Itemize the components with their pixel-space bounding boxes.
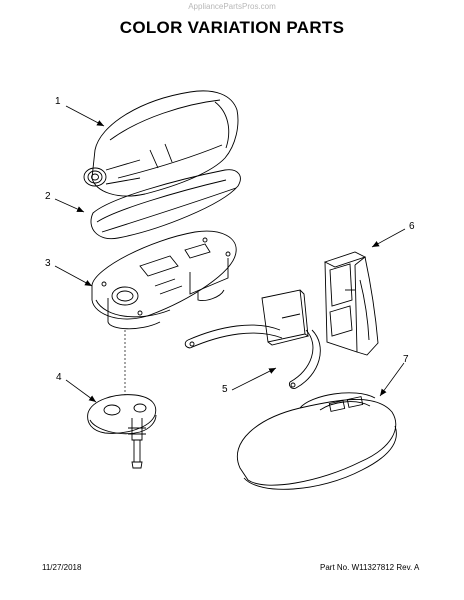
part-5-bowl-bracket: [184, 289, 321, 389]
callout-3: 3: [45, 258, 51, 269]
footer-date: 11/27/2018: [42, 563, 82, 572]
callout-5: 5: [222, 384, 228, 395]
leader-lines: [54, 105, 406, 403]
part-6-pedestal-column: [323, 251, 379, 356]
watermark: AppliancePartsPros.com: [188, 2, 276, 11]
part-3-base-casting: [91, 230, 237, 330]
part-1-head-cover: [83, 90, 239, 197]
callout-1: 1: [55, 96, 61, 107]
part-7-stand-base: [236, 392, 397, 490]
callout-4: 4: [56, 372, 62, 383]
page-title: COLOR VARIATION PARTS: [119, 18, 345, 37]
callout-2: 2: [45, 191, 51, 202]
callout-6: 6: [409, 221, 415, 232]
part-2-trim-band: [90, 169, 241, 240]
part-4-planetary-hub: [87, 394, 157, 469]
callout-7: 7: [403, 354, 409, 365]
footer-part-number: Part No. W11327812 Rev. A: [320, 563, 420, 572]
